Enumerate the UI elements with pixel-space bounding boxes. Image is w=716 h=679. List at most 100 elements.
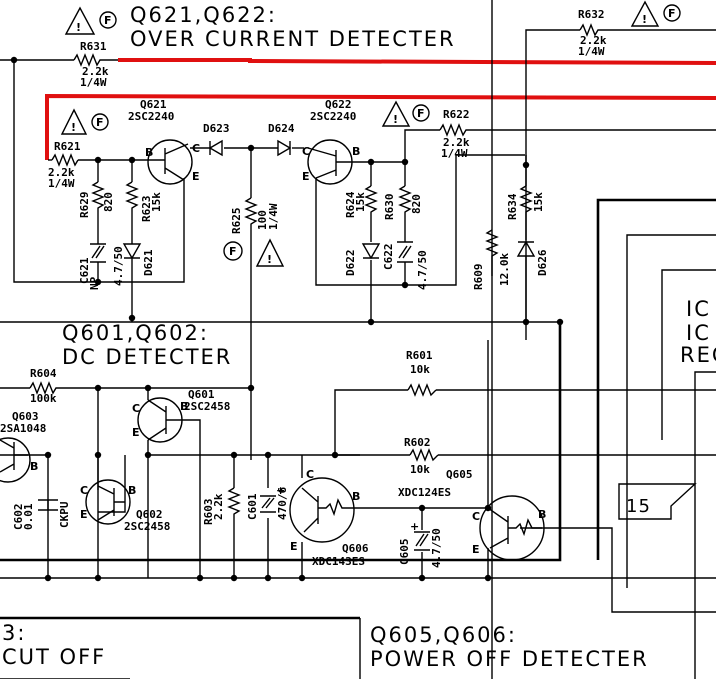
connector-15-label: 15 [626, 496, 651, 517]
capacitor-c601: + C601 470/6 [246, 484, 289, 520]
resistor-r630: R630 820 [383, 185, 423, 221]
svg-text:R601: R601 [406, 349, 433, 362]
svg-text:C621: C621 [78, 257, 91, 284]
fuse-icon: F [99, 11, 117, 29]
resistor-r624: R624 15k [344, 185, 378, 218]
svg-text:D622: D622 [344, 250, 357, 277]
svg-text:10k: 10k [410, 363, 430, 376]
transistor-q621: Q621 2SC2240 B C E [128, 98, 200, 185]
connector-15: 15 [618, 483, 697, 520]
capacitor-c605: + C605 4.7/50 [398, 520, 443, 568]
title-power-off-line1: Q605,Q606: [370, 623, 517, 647]
svg-text:1/4W: 1/4W [80, 76, 107, 89]
fuse-icon: F [412, 104, 430, 122]
title-cut-off-line1: 3: [2, 621, 26, 645]
svg-text:B: B [128, 484, 136, 497]
svg-text:XDC124ES: XDC124ES [398, 486, 451, 499]
svg-text:!: ! [642, 13, 647, 26]
svg-text:C: C [302, 145, 310, 158]
svg-text:Q601: Q601 [188, 388, 215, 401]
svg-text:E: E [302, 170, 310, 183]
title-power-off-line2: POWER OFF DETECTER [370, 647, 649, 671]
svg-text:R622: R622 [443, 108, 470, 121]
svg-text:2.2k: 2.2k [580, 34, 607, 47]
resistor-r601: R601 10k [406, 349, 437, 397]
svg-text:1/4W: 1/4W [48, 177, 75, 190]
diode-d624: D624 [268, 122, 295, 157]
svg-text:Q622: Q622 [325, 98, 352, 111]
svg-text:D621: D621 [142, 249, 155, 276]
svg-text:2.2k: 2.2k [212, 493, 225, 520]
svg-text:0.01: 0.01 [22, 503, 35, 530]
svg-text:12.0k: 12.0k [498, 253, 511, 286]
title-cut-off: 3: CUT OFF [2, 621, 104, 669]
svg-text:R623: R623 [140, 196, 153, 223]
warning-fuse-marks: ! F ! F ! F ! F F ! [60, 0, 681, 267]
svg-text:R629: R629 [78, 192, 91, 219]
resistor-r629: R629 820 [78, 181, 115, 219]
svg-text:C605: C605 [398, 539, 411, 566]
svg-text:B: B [352, 145, 360, 158]
svg-text:+: + [276, 484, 285, 497]
svg-text:E: E [192, 170, 200, 183]
diode-d621: D621 [122, 243, 155, 276]
svg-text:820: 820 [102, 192, 115, 212]
diode-d626: D626 [516, 240, 549, 276]
svg-text:R631: R631 [80, 40, 107, 53]
svg-text:2SC2240: 2SC2240 [128, 110, 174, 123]
svg-text:4.7/50: 4.7/50 [430, 528, 443, 568]
svg-text:2SC2458: 2SC2458 [124, 520, 170, 533]
svg-text:1/4W: 1/4W [441, 147, 468, 160]
transistor-q603: Q603 2SA1048 B [0, 410, 46, 483]
svg-text:!: ! [267, 253, 272, 266]
capacitor-c622: C622 4.7/50 [382, 241, 429, 290]
svg-text:E: E [80, 508, 88, 521]
svg-text:R632: R632 [578, 8, 605, 21]
svg-text:2SA1048: 2SA1048 [0, 422, 46, 435]
svg-text:B: B [538, 508, 546, 521]
warning-icon: ! [381, 100, 411, 127]
fuse-icon: F [223, 241, 243, 261]
svg-text:C: C [306, 468, 314, 481]
svg-text:R609: R609 [472, 264, 485, 291]
transistor-q606: Q606 XDC143ES C E B [289, 468, 369, 568]
svg-text:F: F [417, 107, 425, 120]
warning-icon: ! [60, 108, 88, 135]
svg-text:!: ! [76, 21, 81, 34]
svg-text:E: E [290, 540, 298, 553]
svg-text:R603: R603 [202, 499, 215, 526]
title-ic-line1: IC [686, 297, 711, 321]
diode-d623: D623 [203, 122, 230, 157]
svg-text:NP: NP [88, 276, 101, 290]
transistor-q601: Q601 2SC2458 C E B [132, 388, 230, 443]
resistor-r622: R622 2.2k 1/4W [439, 108, 470, 160]
transistor-q605: Q605 XDC124ES C E B [398, 468, 546, 561]
svg-text:!: ! [393, 113, 398, 126]
svg-text:4.7/50: 4.7/50 [112, 246, 125, 286]
svg-text:E: E [472, 543, 480, 556]
warning-icon: ! [630, 0, 660, 27]
fuse-icon: F [91, 113, 109, 131]
svg-text:Q606: Q606 [342, 542, 369, 555]
svg-text:B: B [30, 460, 38, 473]
svg-text:R634: R634 [506, 193, 519, 220]
svg-text:Q621: Q621 [140, 98, 167, 111]
svg-text:100k: 100k [30, 392, 57, 405]
svg-text:C: C [472, 510, 480, 523]
svg-text:2.2k: 2.2k [443, 136, 470, 149]
resistor-r634: R634 15k [506, 185, 545, 220]
svg-text:D626: D626 [536, 249, 549, 276]
svg-text:B: B [352, 490, 360, 503]
capacitor-c621: C621 4.7/50 NP [78, 243, 125, 290]
svg-text:R630: R630 [383, 194, 396, 221]
svg-text:F: F [668, 7, 676, 20]
svg-text:1/4W: 1/4W [578, 45, 605, 58]
svg-text:2SC2458: 2SC2458 [184, 400, 230, 413]
svg-text:2.2k: 2.2k [82, 65, 109, 78]
svg-text:D623: D623 [203, 122, 230, 135]
svg-text:15k: 15k [150, 192, 163, 212]
svg-text:820: 820 [410, 194, 423, 214]
title-over-current-line1: Q621,Q622: [130, 3, 277, 27]
resistor-r625: R625 100 1/4W [230, 197, 280, 234]
